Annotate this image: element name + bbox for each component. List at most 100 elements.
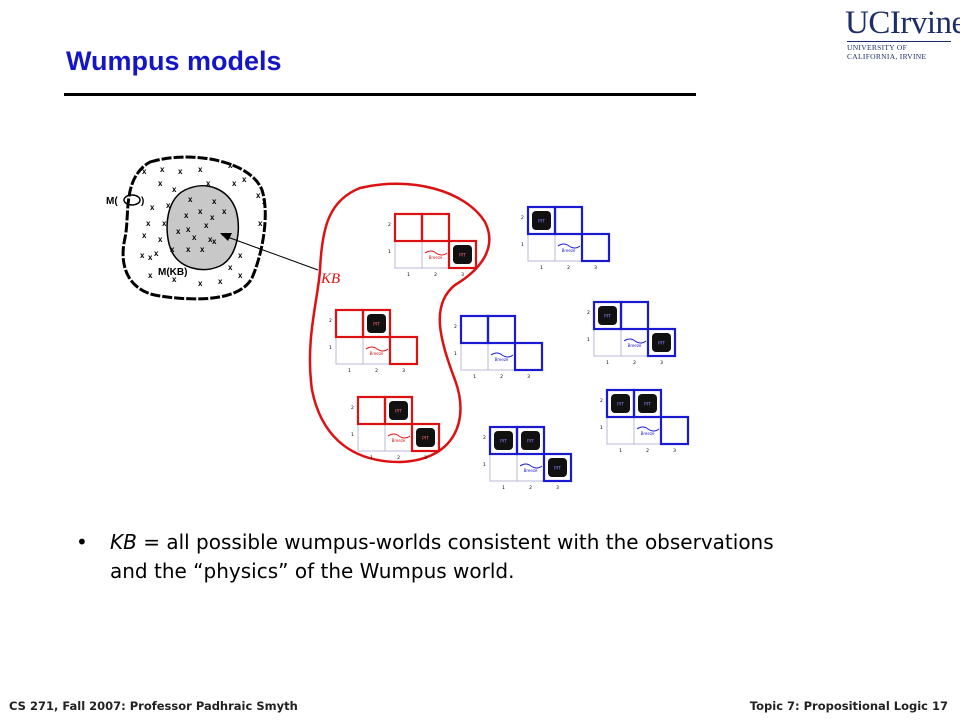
breeze-label: Breeze [392,438,406,443]
bullet-kb: KB [110,530,137,554]
breeze-label: Breeze [429,255,443,260]
uci-logo: UCIrvine UNIVERSITY OF CALIFORNIA, IRVIN… [845,5,960,61]
pit-label: PIT [538,219,545,225]
logo-subtitle: UNIVERSITY OF CALIFORNIA, IRVINE [847,43,927,61]
column-label: 1 [407,272,410,278]
model-x-mark: x [158,179,163,188]
grid-cell [447,239,478,270]
breeze-label: Breeze [562,248,576,253]
column-label: 2 [434,272,437,278]
model-x-mark: x [228,161,233,170]
model-x-mark: x [186,225,191,234]
column-label: 3 [660,360,663,366]
model-x-mark: x [258,219,263,228]
model-x-mark: x [204,221,209,230]
model-x-mark: x [166,201,171,210]
model-x-mark: x [232,179,237,188]
column-label: 3 [527,374,530,380]
footer-topic: Topic 7: Propositional Logic 17 [749,699,948,713]
title-underline [64,93,696,96]
grid-cell [335,336,364,365]
model-x-mark: x [160,165,165,174]
model-x-mark: x [256,191,261,200]
column-label: 1 [540,265,543,271]
model-x-mark: x [178,167,183,176]
row-label: 1 [600,425,603,431]
model-x-mark: x [172,185,177,194]
pit-label: PIT [422,436,429,442]
model-x-mark: x [148,271,153,280]
row-label: 2 [388,222,391,228]
column-label: 2 [646,448,649,454]
grid-cell [606,416,635,445]
column-label: 3 [556,485,559,491]
grid-cell [394,240,423,269]
logo-divider [847,41,951,42]
breeze-icon [557,243,581,249]
row-label: 1 [388,249,391,255]
column-label: 2 [633,360,636,366]
pit-label: PIT [527,439,534,445]
model-x-mark: x [176,227,181,236]
model-x-mark: x [210,213,215,222]
row-label: 2 [329,318,332,324]
column-label: 1 [348,368,351,374]
grid-cell [361,308,392,339]
grid-cell [632,388,663,419]
model-x-mark: x [212,197,217,206]
model-x-mark: x [198,207,203,216]
row-label: 2 [483,435,486,441]
row-label: 2 [600,398,603,404]
breeze-icon [490,352,514,358]
model-x-mark: x [142,231,147,240]
row-label: 2 [587,310,590,316]
model-x-mark: x [228,263,233,272]
row-label: 1 [587,337,590,343]
pit-icon [598,306,617,325]
pit-icon [453,245,472,264]
grid-cell [459,314,490,345]
grid-cell [542,452,573,483]
grid-cell [593,328,622,357]
grid-cell [646,327,677,358]
grid-cell [580,232,611,263]
model-x-mark: x [198,165,203,174]
breeze-icon [519,463,543,469]
grid-cell [553,205,584,236]
breeze-label: Breeze [628,343,642,348]
grid-cell [486,314,517,345]
pit-label: PIT [459,253,466,259]
slide-title: Wumpus models [66,46,282,76]
column-label: 2 [397,455,400,461]
pit-icon [638,394,657,413]
pit-label: PIT [644,402,651,408]
grid-cell [357,423,386,452]
label-m-kb: M(KB) [158,267,187,278]
grid-cell [383,395,414,426]
column-label: 2 [500,374,503,380]
logo-wordmark: UCIrvine [845,5,960,41]
model-x-mark: x [238,271,243,280]
model-x-mark: x [222,207,227,216]
pit-label: PIT [658,341,665,347]
breeze-icon [387,433,411,439]
grid-cell [410,422,441,453]
row-label: 1 [351,432,354,438]
grid-cell [393,212,424,243]
column-label: 3 [673,448,676,454]
model-x-mark: x [170,245,175,254]
row-label: 2 [521,215,524,221]
model-x-mark: x [218,277,223,286]
grid-cell [619,300,650,331]
pit-icon [367,314,386,333]
row-label: 1 [454,351,457,357]
model-x-mark: x [150,203,155,212]
